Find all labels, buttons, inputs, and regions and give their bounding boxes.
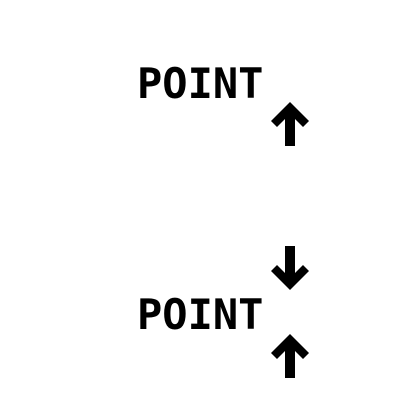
point-label-top: POINT [137,59,264,108]
arrow-up-icon [271,334,309,378]
arrow-up-icon [271,102,309,146]
point-label-bottom: POINT [137,290,264,339]
arrow-down-icon [271,246,309,290]
